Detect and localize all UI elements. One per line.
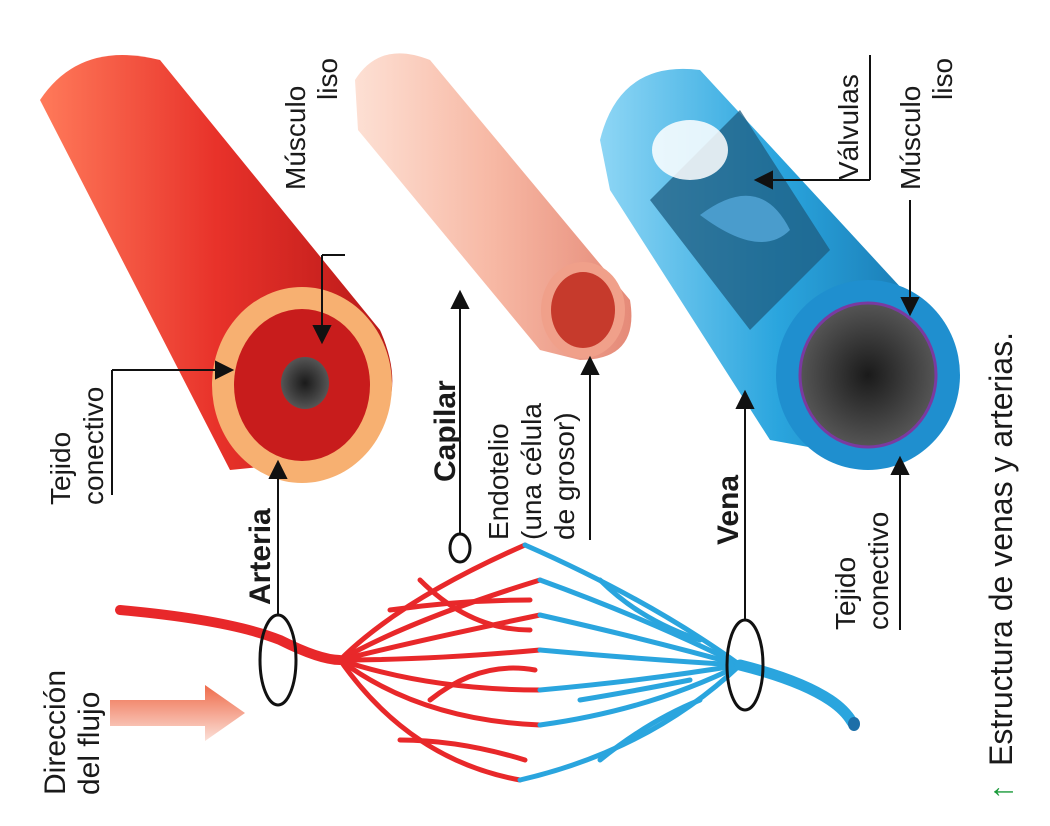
caption-arrow-icon: ↑	[983, 784, 1019, 800]
label-vena: Vena	[712, 475, 745, 545]
label-musculo-arteria-line2: liso	[312, 58, 343, 100]
flow-direction-arrow	[110, 685, 245, 741]
artery-tube	[40, 55, 393, 483]
label-tejido-conectivo-vena: Tejido conectivo	[830, 512, 894, 630]
label-capilar: Capilar	[429, 380, 462, 482]
label-tejido-arteria-line2: conectivo	[78, 387, 109, 505]
arteria-ring	[258, 613, 298, 707]
label-musculo-liso-vena: Músculo liso	[895, 58, 958, 190]
label-endotelio: Endotelio (una célula de grosor)	[483, 403, 580, 540]
label-musculo-vena-line1: Músculo	[895, 86, 926, 190]
label-tejido-conectivo-arteria: Tejido conectivo	[45, 387, 109, 505]
label-direccion-del-flujo: Dirección del flujo	[39, 670, 106, 795]
label-musculo-liso-arteria: Músculo liso	[280, 58, 343, 190]
vein-tube	[600, 68, 960, 470]
label-arteria: Arteria	[244, 508, 277, 605]
label-musculo-arteria-line1: Músculo	[280, 86, 311, 190]
label-tejido-arteria-line1: Tejido	[45, 432, 76, 505]
label-endotelio-line2: (una célula	[516, 403, 547, 540]
valve-opening	[652, 120, 728, 180]
label-tejido-vena-line1: Tejido	[830, 557, 861, 630]
label-endotelio-line3: de grosor)	[549, 412, 580, 540]
capillary-tube	[355, 53, 632, 360]
valve-flap	[700, 195, 790, 242]
capilar-ring	[448, 532, 472, 564]
caption-text: Estructura de venas y arterias.	[983, 332, 1019, 766]
label-valvulas: Válvulas	[833, 74, 864, 180]
leader-lines	[111, 55, 920, 630]
capillary-network	[115, 542, 860, 783]
label-direccion-line1: Dirección	[39, 670, 72, 795]
label-endotelio-line1: Endotelio	[483, 423, 514, 540]
label-musculo-vena-line2: liso	[927, 58, 958, 100]
figure-caption: ↑ Estructura de venas y arterias.	[983, 332, 1019, 800]
label-direccion-line2: del flujo	[73, 692, 106, 795]
label-tejido-vena-line2: conectivo	[863, 512, 894, 630]
